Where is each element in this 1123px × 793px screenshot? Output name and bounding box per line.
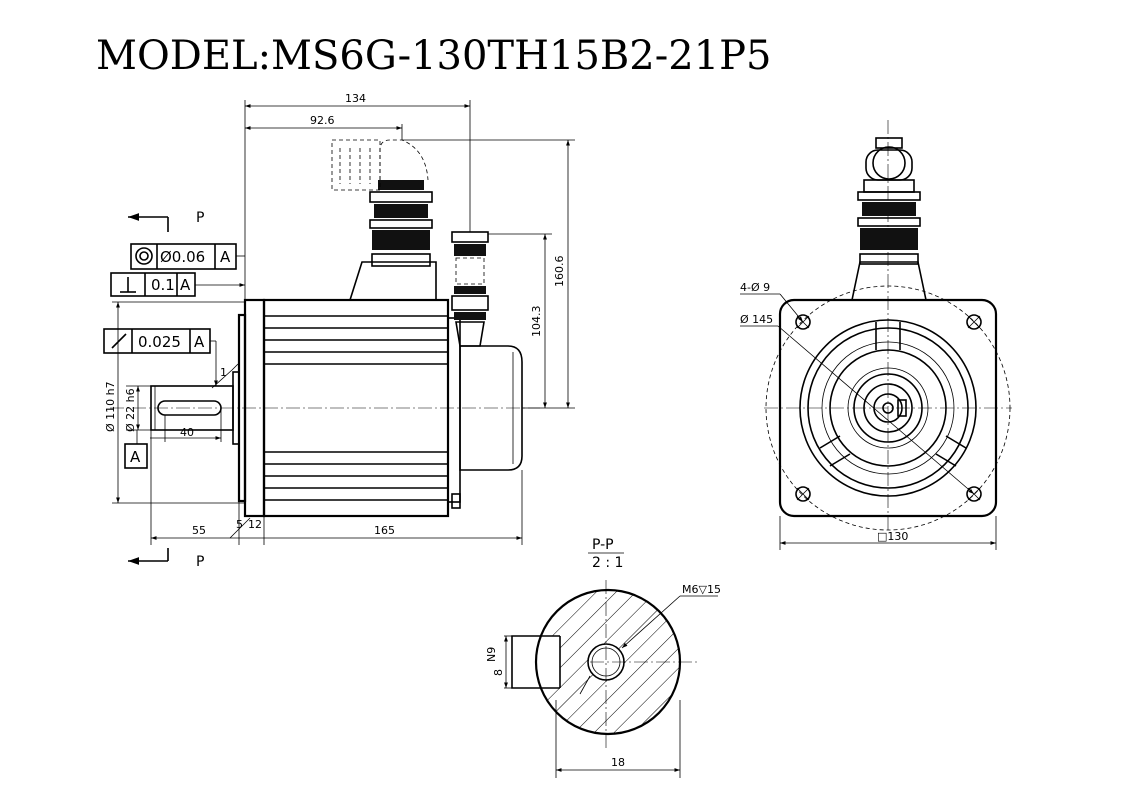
body-fins: [264, 315, 448, 501]
dim-104-3: 104.3: [530, 306, 543, 338]
runout-tol: 0.025: [138, 333, 181, 351]
pcd-label: Ø 145: [740, 313, 773, 326]
section-scale: 2 : 1: [592, 555, 623, 571]
runout-ref: A: [194, 333, 205, 351]
thread-label: M6▽15: [682, 583, 721, 596]
dim-spigot-dia: Ø 110 h7: [104, 381, 117, 432]
perpendicularity-tol: 0.1: [151, 276, 175, 294]
dim-92-6: 92.6: [310, 114, 335, 127]
key-tol: N9: [485, 647, 498, 662]
dim-40: 40: [180, 426, 194, 439]
dim-55: 55: [192, 524, 206, 537]
datum-label: A: [130, 448, 141, 466]
concentricity-frame: Ø0.06 A: [130, 243, 245, 270]
dim-160-6: 160.6: [553, 256, 566, 288]
concentricity-tol: Ø0.06: [160, 248, 205, 266]
section-mark-bottom: P: [196, 554, 204, 570]
perpendicularity-ref: A: [180, 276, 191, 294]
datum-a: A: [124, 430, 148, 469]
section-height: 18: [611, 756, 625, 769]
section-view: P-P 2 : 1 M6▽15 8 N9 18: [485, 537, 721, 778]
concentricity-ref: A: [220, 248, 231, 266]
section-name: P-P: [592, 537, 614, 553]
dim-chamfer: 1: [220, 366, 227, 379]
perpendicularity-frame: 0.1 A: [110, 272, 245, 297]
dim-134: 134: [345, 92, 366, 105]
flange-square-label: □130: [877, 530, 908, 543]
side-view: 134 92.6 160.6 104.3 Ø 110 h7 Ø 22 h6 40…: [103, 92, 575, 570]
front-view: 4-Ø 9 Ø 145 □130: [740, 120, 1012, 550]
holes-label: 4-Ø 9: [740, 281, 770, 294]
dim-165: 165: [374, 524, 395, 537]
dim-5: 5: [236, 518, 243, 531]
dim-12: 12: [248, 518, 262, 531]
section-mark-top: P: [196, 210, 204, 226]
key-width: 8: [492, 669, 505, 676]
model-title: MODEL:MS6G-130TH15B2-21P5: [96, 33, 772, 79]
dim-shaft-dia: Ø 22 h6: [124, 388, 137, 432]
runout-frame: 0.025 A: [103, 328, 218, 386]
